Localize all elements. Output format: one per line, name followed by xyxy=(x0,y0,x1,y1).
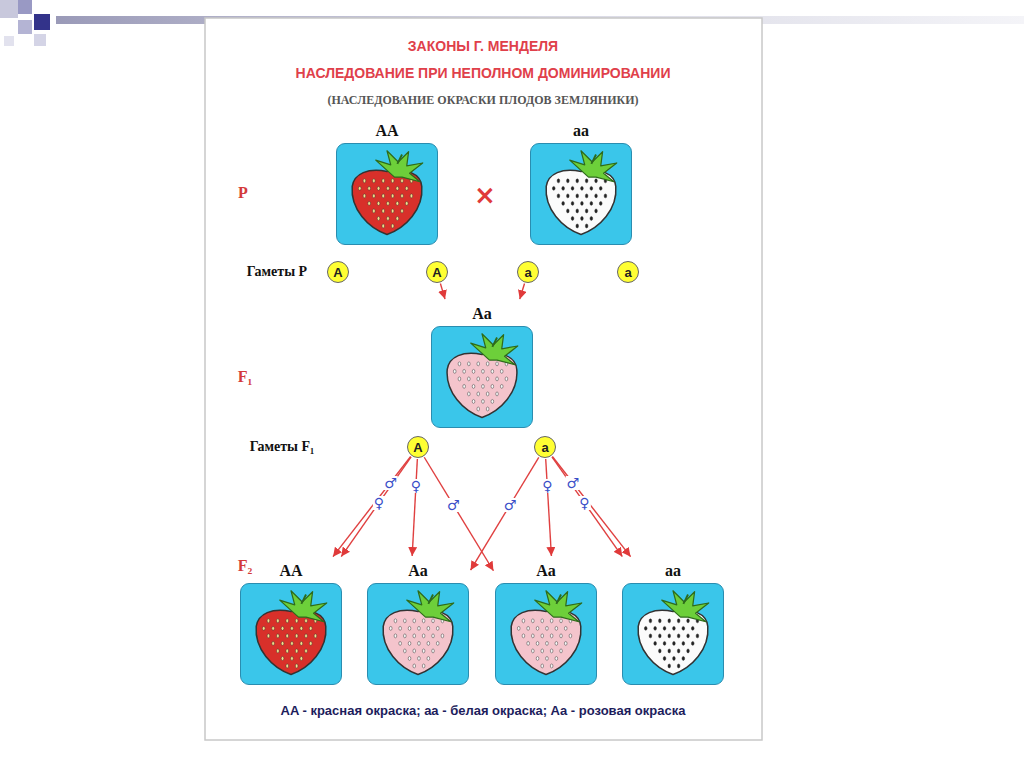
inheritance-arrow xyxy=(471,457,539,570)
genotype-label: aa xyxy=(530,119,632,143)
genotype-label: Aa xyxy=(431,302,533,326)
title: ЗАКОНЫ Г. МЕНДЕЛЯ xyxy=(408,38,558,54)
fruit-tile xyxy=(495,583,597,685)
corner-square xyxy=(34,14,50,30)
strawberry-picture xyxy=(337,144,437,244)
sex-symbol: ♀ xyxy=(541,479,553,493)
gamete-circle: a xyxy=(617,261,639,283)
sex-symbol: ♀ xyxy=(373,496,385,510)
genotype-label: Aa xyxy=(495,559,597,583)
gamete-circle: A xyxy=(426,261,448,283)
corner-square xyxy=(18,20,32,34)
strawberry-picture xyxy=(531,144,631,244)
gametes-label: Гаметы F₁ xyxy=(250,439,314,455)
genotype-label: Aa xyxy=(367,559,469,583)
fruit-tile xyxy=(367,583,469,685)
allele-letter: A xyxy=(432,266,441,279)
strawberry-picture xyxy=(623,584,723,684)
genotype-label: AA xyxy=(336,119,438,143)
sex-symbol: ♂ xyxy=(503,498,518,512)
strawberry xyxy=(447,334,518,418)
genotype-tile: Aa xyxy=(495,559,597,685)
strawberry xyxy=(383,591,454,675)
sex-symbol: ♂ xyxy=(446,498,461,512)
inheritance-arrow xyxy=(520,283,525,299)
legend-note: AA - красная окраска; aa - белая окраска… xyxy=(281,703,686,718)
genotype-tile: aa xyxy=(622,559,724,685)
inheritance-arrow xyxy=(333,456,411,556)
gamete-circle: A xyxy=(327,261,349,283)
inheritance-arrow xyxy=(546,459,552,556)
inheritance-arrow xyxy=(440,284,445,300)
inheritance-arrow xyxy=(424,457,493,570)
gametes-label: Гаметы P xyxy=(247,264,307,280)
gamete-circle: A xyxy=(407,436,429,458)
inheritance-arrow xyxy=(552,457,622,557)
genotype-tile: aa xyxy=(530,119,632,245)
allele-letter: A xyxy=(333,266,342,279)
sex-symbol: ♀ xyxy=(410,479,422,493)
corner-square xyxy=(0,0,18,18)
subtitle: НАСЛЕДОВАНИЕ ПРИ НЕПОЛНОМ ДОМИНИРОВАНИИ xyxy=(296,65,671,81)
cross-symbol: × xyxy=(474,180,496,210)
sex-symbol: ♂ xyxy=(565,476,580,490)
corner-square xyxy=(18,0,32,14)
fruit-tile xyxy=(622,583,724,685)
content-panel xyxy=(205,18,762,740)
inheritance-arrow xyxy=(552,456,630,556)
allele-letter: A xyxy=(413,441,422,454)
genotype-label: aa xyxy=(622,559,724,583)
generation-label: P xyxy=(238,184,248,202)
strawberry-picture xyxy=(496,584,596,684)
strawberry xyxy=(352,151,423,235)
strawberry-picture xyxy=(432,327,532,427)
allele-letter: a xyxy=(541,441,548,454)
inheritance-arrow xyxy=(412,459,417,556)
generation-label: F₂ xyxy=(238,557,253,575)
generation-label: F₁ xyxy=(238,368,253,386)
genotype-label: AA xyxy=(240,559,342,583)
sex-symbol: ♂ xyxy=(383,476,398,490)
fruit-tile xyxy=(431,326,533,428)
fruit-tile xyxy=(240,583,342,685)
sex-symbol: ♀ xyxy=(578,496,590,510)
genotype-tile: Aa xyxy=(431,302,533,428)
gamete-circle: a xyxy=(517,261,539,283)
gamete-circle: a xyxy=(534,436,556,458)
strawberry-picture xyxy=(241,584,341,684)
genotype-tile: AA xyxy=(240,559,342,685)
allele-letter: a xyxy=(624,266,631,279)
strawberry xyxy=(511,591,582,675)
strawberry xyxy=(638,591,709,675)
corner-square xyxy=(4,36,14,46)
fruit-tile xyxy=(530,143,632,245)
fruit-tile xyxy=(336,143,438,245)
allele-letter: a xyxy=(524,266,531,279)
subtitle: (НАСЛЕДОВАНИЕ ОКРАСКИ ПЛОДОВ ЗЕМЛЯНИКИ) xyxy=(327,93,638,108)
strawberry-picture xyxy=(368,584,468,684)
genotype-tile: Aa xyxy=(367,559,469,685)
strawberry xyxy=(546,151,617,235)
strawberry xyxy=(256,591,327,675)
corner-square xyxy=(34,34,46,46)
inheritance-arrow xyxy=(341,457,411,557)
genotype-tile: AA xyxy=(336,119,438,245)
